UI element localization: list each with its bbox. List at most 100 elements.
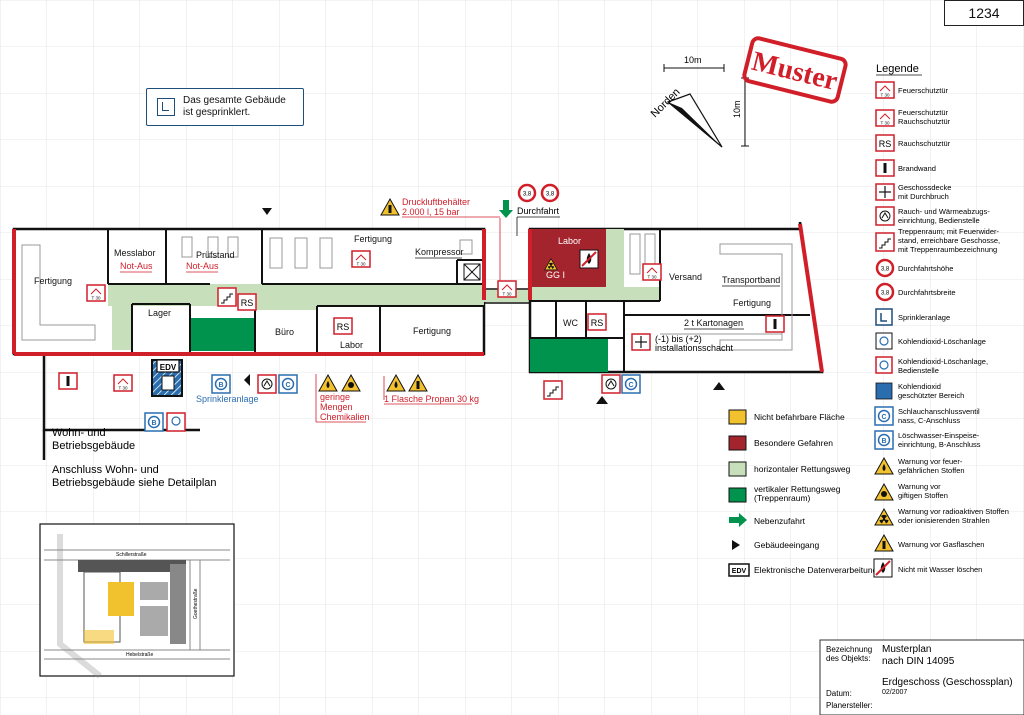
legend-color-6: Elektronische Datenverarbeitung <box>754 565 878 575</box>
legend-color-2: horizontaler Rettungsweg <box>754 464 851 474</box>
annotation-not-aus-2: Not-Aus <box>186 261 219 271</box>
site-inset-map: Schillerstraße Hebelstraße Goethestraße <box>39 523 235 679</box>
legend-item-10: Kohlendioxid-Löschanlage <box>898 337 986 346</box>
legend-item-17a: Warnung vor radioaktiven Stoffen <box>898 507 1009 516</box>
legend-color-0: Nicht befahrbare Fläche <box>754 412 845 422</box>
symbol-legend: Legende Feuerschutztür Feuerschutztür Ra… <box>873 63 1009 578</box>
svg-text:RS: RS <box>241 298 254 308</box>
legend-item-12a: Kohlendioxid <box>898 382 941 391</box>
sprinkler-icon <box>157 98 175 116</box>
legend-color-1: Besondere Gefahren <box>754 438 833 448</box>
annotation-druckluft-1: Druckluftbehälter <box>402 197 470 207</box>
room-fertigung-west: Fertigung <box>34 276 72 286</box>
room-fertigung-south: Fertigung <box>413 326 451 336</box>
legend-item-18: Warnung vor Gasflaschen <box>898 540 984 549</box>
legend-item-16b: giftigen Stoffen <box>898 491 948 500</box>
room-messlabor: Messlabor <box>114 248 156 258</box>
legend-item-11a: Kohlendioxid-Löschanlage, <box>898 357 988 366</box>
legend-item-15b: gefährlichen Stoffen <box>898 466 965 475</box>
building: EDV Fertigung Messlabor Prüfstand Fertig… <box>12 183 824 489</box>
color-legend: Nicht befahrbare Fläche Besondere Gefahr… <box>728 409 878 577</box>
annotation-chemikalien-1: geringe <box>320 392 350 402</box>
annotation-druckluft-2: 2.000 l, 15 bar <box>402 207 460 217</box>
legend-item-14b: einrichtung, B-Anschluss <box>898 440 981 449</box>
legend-item-5b: einrichtung, Bedienstelle <box>898 216 980 225</box>
tb-label-bezeichnung-2: des Objekts: <box>826 654 870 663</box>
legend-item-1a: Feuerschutztür <box>898 108 949 117</box>
floor-opening-icon <box>631 333 651 351</box>
room-labor-south: Labor <box>340 340 363 350</box>
durchfahrt-height-icon: 3,8 <box>517 183 537 203</box>
scale-horizontal: 10m <box>684 55 702 65</box>
legend-title: Legende <box>876 63 919 75</box>
sprinkler-note: Das gesamte Gebäude ist gesprinklert. <box>146 88 304 126</box>
stairwell-east <box>530 338 608 372</box>
room-wohn-1: Wohn- und <box>52 427 106 439</box>
room-fertigung-mid: Fertigung <box>354 234 392 244</box>
room-transportband: Transportband <box>722 275 780 285</box>
legend-item-14a: Löschwasser-Einspeise- <box>898 431 980 440</box>
svg-text:3,8: 3,8 <box>881 267 890 273</box>
plan-number: 1234 <box>944 0 1024 26</box>
legend-item-16a: Warnung vor <box>898 482 941 491</box>
legend-item-19: Nicht mit Wasser löschen <box>898 565 982 574</box>
tb-name-1: Musterplan <box>882 644 931 655</box>
room-lager: Lager <box>148 308 171 318</box>
legend-color-3b: (Treppenraum) <box>754 493 811 503</box>
room-kompressor: Kompressor <box>415 247 464 257</box>
room-kartonagen: 2 t Kartonagen <box>684 318 743 328</box>
legend-color-5: Gebäudeeingang <box>754 540 820 550</box>
legend-item-13a: Schlauchanschlussventil <box>898 407 980 416</box>
stairwell-west <box>190 318 254 351</box>
room-fertigung-east: Fertigung <box>733 298 771 308</box>
site-street-north: Schillerstraße <box>116 552 147 558</box>
annotation-anschluss-1: Anschluss Wohn- und <box>52 464 159 476</box>
tb-label-bezeichnung-1: Bezeichnung <box>826 645 872 654</box>
legend-item-15a: Warnung vor feuer- <box>898 457 963 466</box>
legend-color-3a: vertikaler Rettungsweg <box>754 484 841 494</box>
legend-item-6b: stand, erreichbare Geschosse, <box>898 236 1000 245</box>
svg-text:3,8: 3,8 <box>546 192 555 198</box>
tb-label-datum: Datum: <box>826 689 852 698</box>
legend-item-4b: mit Durchbruch <box>898 192 949 201</box>
annotation-durchfahrt: Durchfahrt <box>517 206 560 216</box>
tb-floor: Erdgeschoss (Geschossplan) <box>882 677 1013 688</box>
legend-item-4a: Geschossdecke <box>898 183 951 192</box>
rs-door-1: RS <box>237 293 257 311</box>
annotation-sprinkleranlage: Sprinkleranlage <box>196 394 259 404</box>
room-wohn-2: Betriebsgebäude <box>52 440 135 452</box>
tb-label-planersteller: Planersteller: <box>826 701 873 710</box>
annotation-installationsschacht-1: (-1) bis (+2) <box>655 334 702 344</box>
legend-item-7: Durchfahrtshöhe <box>898 264 953 273</box>
room-versand: Versand <box>669 272 702 282</box>
legend-entrance-icon <box>732 540 740 550</box>
room-wc: WC <box>563 318 578 328</box>
svg-text:3,8: 3,8 <box>523 192 532 198</box>
annotation-propan: 1 Flasche Propan 30 kg <box>384 394 479 404</box>
legend-item-2: Rauchschutztür <box>898 139 951 148</box>
durchfahrt-width-icon: 3,8 <box>540 183 560 203</box>
room-labor-east: Labor <box>558 236 581 246</box>
corridor-west <box>108 284 484 306</box>
legend-item-12b: geschützter Bereich <box>898 391 964 400</box>
room-gg: GG I <box>546 270 565 280</box>
legend-item-0: Feuerschutztür <box>898 86 949 95</box>
annotation-chemikalien-2: Mengen <box>320 402 353 412</box>
annotation-installationsschacht-2: installationsschacht <box>655 343 734 353</box>
legend-item-3: Brandwand <box>898 164 936 173</box>
legend-item-17b: oder ionisierenden Strahlen <box>898 516 990 525</box>
site-street-east: Goethestraße <box>193 588 199 619</box>
side-access-arrow <box>499 200 513 218</box>
svg-text:RS: RS <box>879 139 892 149</box>
rs-door-3: RS <box>587 313 607 331</box>
legend-item-8: Durchfahrtsbreite <box>898 288 956 297</box>
annotation-anschluss-2: Betriebsgebäude siehe Detailplan <box>52 477 217 489</box>
no-water-icon <box>579 249 599 269</box>
legend-item-9: Sprinkleranlage <box>898 313 950 322</box>
edv-label: EDV <box>160 363 177 372</box>
legend-item-13b: nass, C-Anschluss <box>898 416 960 425</box>
legend-item-1b: Rauchschutztür <box>898 117 951 126</box>
annotation-not-aus-1: Not-Aus <box>120 261 153 271</box>
site-street-south: Hebelstraße <box>126 652 153 658</box>
